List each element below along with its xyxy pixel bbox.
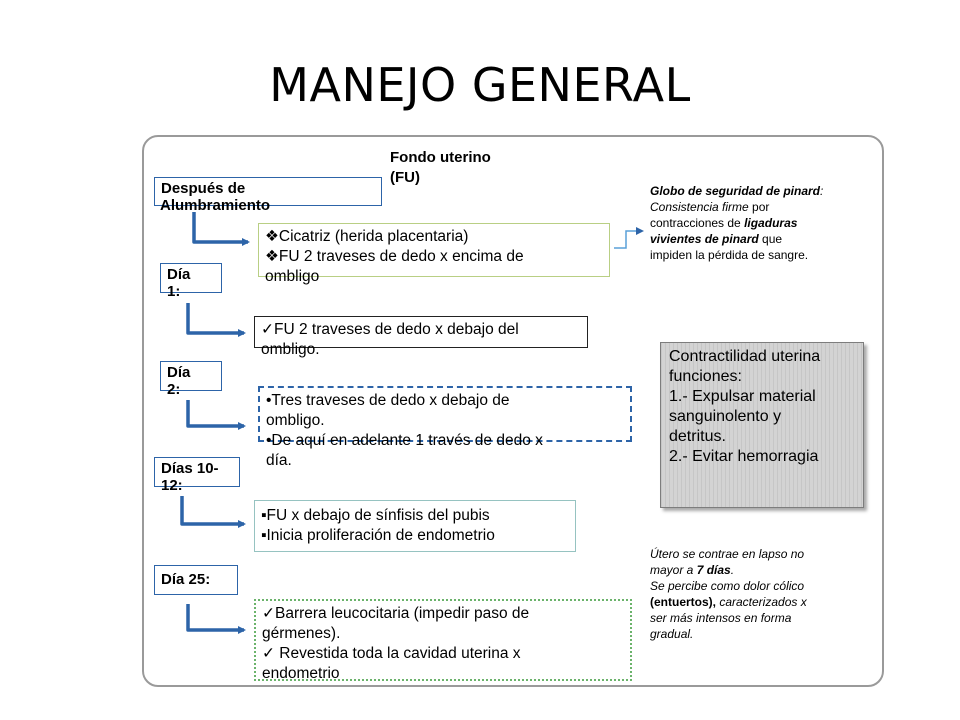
contraction-text: caracterizados x xyxy=(716,595,807,609)
stage-label: Después de xyxy=(161,180,246,197)
contractility-line: 1.- Expulsar material xyxy=(669,388,816,405)
contractility-line: detritus. xyxy=(669,428,726,445)
stage-label: Día xyxy=(167,364,191,381)
content-line: ombligo. xyxy=(266,412,325,429)
content-day-2: •Tres traveses de dedo x debajo de ombli… xyxy=(258,386,632,469)
contractility-box: Contractilidad uterina funciones: 1.- Ex… xyxy=(660,342,864,508)
stage-after-delivery: Después de Alumbramiento xyxy=(154,177,382,214)
content-line: •Tres traveses de dedo x debajo de xyxy=(266,392,510,409)
pinard-emph: ligaduras xyxy=(744,216,798,230)
pinard-text: Consistencia firme xyxy=(650,200,749,214)
arrow-day-25 xyxy=(186,604,246,634)
pinard-text: que xyxy=(758,232,783,246)
contraction-note: Útero se contrae en lapso no mayor a 7 d… xyxy=(650,546,872,642)
pinard-text: impiden la pérdida de sangre. xyxy=(650,248,809,262)
pinard-text: por xyxy=(748,200,770,214)
stage-label: Día xyxy=(167,266,191,283)
content-day-1: ✓FU 2 traveses de dedo x debajo del ombl… xyxy=(254,316,588,358)
pinard-emph: vivientes de pinard xyxy=(650,232,759,246)
contraction-text: mayor a xyxy=(650,563,697,577)
content-line: ombligo xyxy=(265,268,320,285)
fundus-heading: Fondo uterino (FU) xyxy=(390,148,491,188)
content-line: ✓FU 2 traveses de dedo x debajo del xyxy=(261,321,519,338)
stage-label: Día 25: xyxy=(161,571,211,588)
contractility-line: 2.- Evitar hemorragia xyxy=(669,448,819,465)
content-line: ❖Cicatriz (herida placentaria) xyxy=(265,228,469,245)
contractility-line: sanguinolento y xyxy=(669,408,782,425)
content-line: ombligo. xyxy=(261,341,320,358)
stage-day-2: Día 2: xyxy=(160,361,222,398)
pinard-colon: : xyxy=(820,184,824,198)
contractility-line: funciones: xyxy=(669,368,742,385)
arrow-days-10-12 xyxy=(180,496,246,528)
contraction-emph: (entuertos), xyxy=(650,595,716,609)
content-line: ❖FU 2 traveses de dedo x encima de xyxy=(265,248,524,265)
content-line: endometrio xyxy=(262,665,340,682)
content-line: día. xyxy=(266,452,292,469)
stage-days-10-12: Días 10- 12: xyxy=(154,457,240,494)
contraction-text: Se percibe como dolor cólico xyxy=(650,579,805,593)
stage-day-25: Día 25: xyxy=(154,565,238,595)
pinard-note: Globo de seguridad de pinard: Consistenc… xyxy=(650,183,872,263)
content-line: ▪Inicia proliferación de endometrio xyxy=(261,527,495,544)
stage-label: 12: xyxy=(161,477,183,494)
stage-label: Alumbramiento xyxy=(160,197,271,214)
contraction-emph: 7 días xyxy=(696,563,731,577)
pinard-text: contracciones de xyxy=(650,216,745,230)
contraction-text: ser más intensos en forma xyxy=(650,611,792,625)
pinard-title: Globo de seguridad de pinard xyxy=(650,184,821,198)
contraction-text: Útero se contrae en lapso no xyxy=(650,547,805,561)
arrow-day-1 xyxy=(186,303,246,337)
fundus-heading-line2: (FU) xyxy=(390,169,420,186)
content-line: ✓Barrera leucocitaria (impedir paso de xyxy=(262,605,530,622)
content-line: gérmenes). xyxy=(262,625,341,642)
contraction-text: gradual. xyxy=(650,627,694,641)
arrow-day-2 xyxy=(186,400,246,430)
content-after-delivery: ❖Cicatriz (herida placentaria) ❖FU 2 tra… xyxy=(258,223,610,285)
fundus-heading-line1: Fondo uterino xyxy=(390,149,491,166)
stage-label: 1: xyxy=(167,283,181,300)
arrow-to-pinard xyxy=(614,227,644,249)
contraction-text: . xyxy=(730,563,735,577)
contractility-line: Contractilidad uterina xyxy=(669,348,821,365)
content-day-25: ✓Barrera leucocitaria (impedir paso de g… xyxy=(254,599,632,682)
content-line: ✓ Revestida toda la cavidad uterina x xyxy=(262,645,521,662)
content-line: •De aquí en adelante 1 través de dedo x xyxy=(266,432,543,449)
stage-day-1: Día 1: xyxy=(160,263,222,300)
arrow-after-delivery xyxy=(192,212,250,246)
stage-label: 2: xyxy=(167,381,181,398)
content-line: ▪FU x debajo de sínfisis del pubis xyxy=(261,507,490,524)
stage-label: Días 10- xyxy=(161,460,219,477)
content-days-10-12: ▪FU x debajo de sínfisis del pubis ▪Inic… xyxy=(254,500,576,552)
slide-title: MANEJO GENERAL xyxy=(269,58,691,112)
